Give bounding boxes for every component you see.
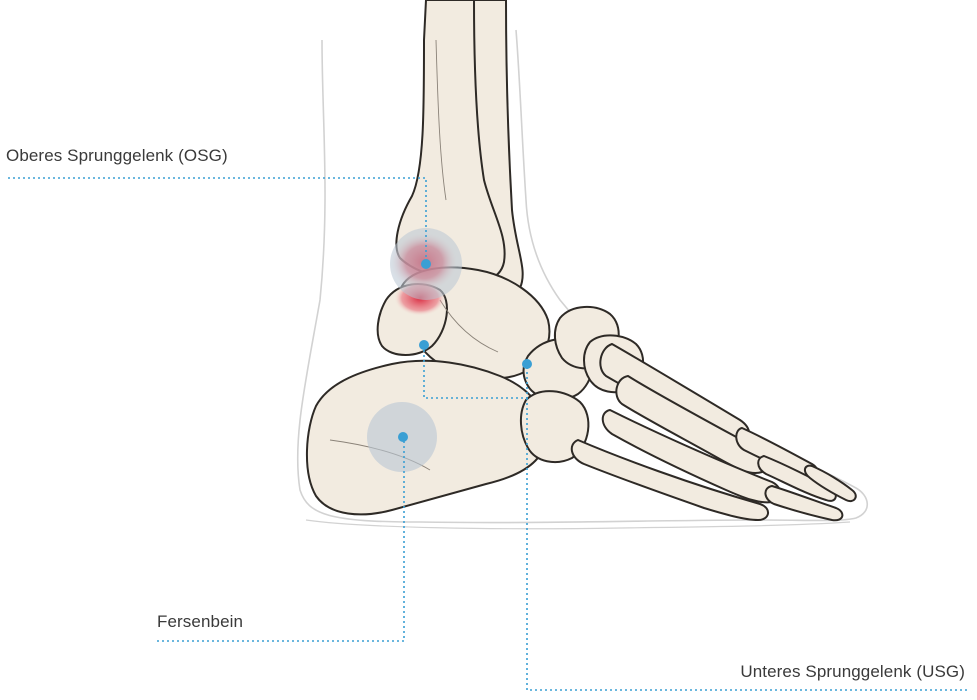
usg-marker-dot <box>522 359 532 369</box>
usg-marker-dot <box>419 340 429 350</box>
usg-label: Unteres Sprunggelenk (USG) <box>740 662 965 682</box>
osg-marker-dot <box>421 259 431 269</box>
osg-label: Oberes Sprunggelenk (OSG) <box>6 146 228 166</box>
osg-leader-line <box>8 178 426 264</box>
fersenbein-marker-dot <box>398 432 408 442</box>
fersenbein-label: Fersenbein <box>157 612 243 632</box>
